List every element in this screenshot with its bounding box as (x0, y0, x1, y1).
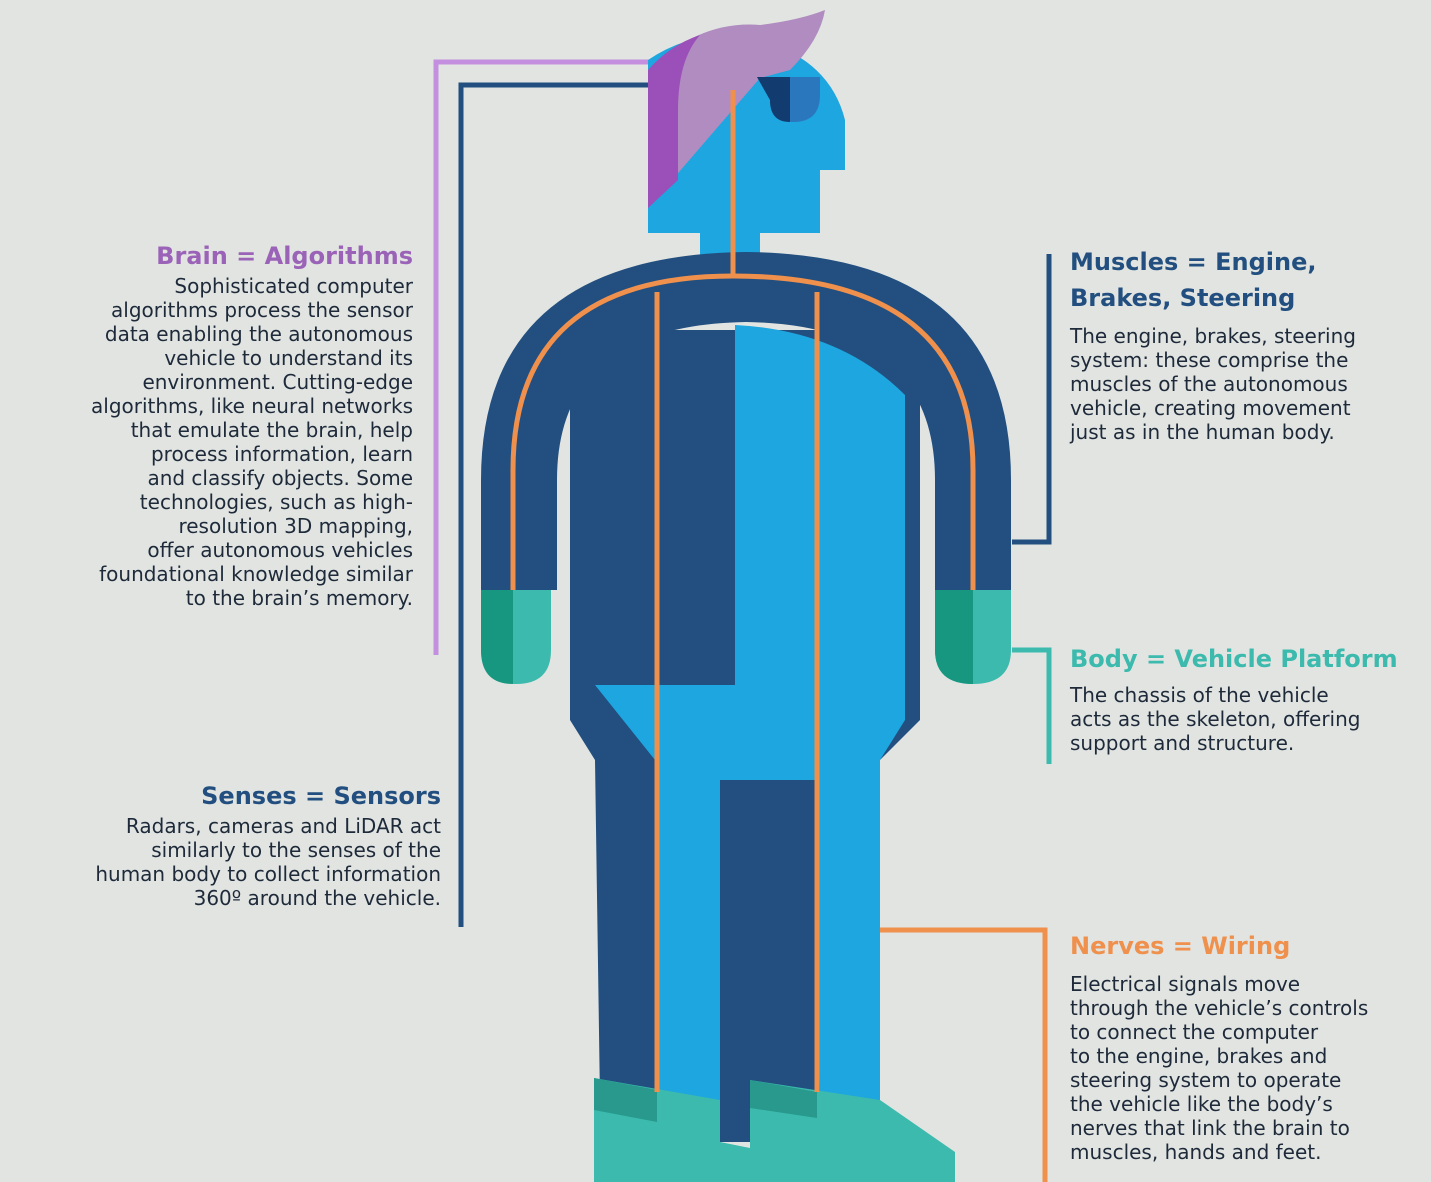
brain-line: algorithms, like neural networks (91, 394, 413, 418)
body-line: acts as the skeleton, offering (1070, 707, 1361, 731)
brain-line: offer autonomous vehicles (147, 538, 413, 562)
nerves-line: muscles, hands and feet. (1070, 1140, 1322, 1164)
muscles-label: Muscles = Engine, Brakes, Steering The e… (1070, 244, 1430, 444)
brain-line: algorithms process the sensor (111, 298, 413, 322)
body-line: The chassis of the vehicle (1070, 683, 1329, 707)
body-label: Body = Vehicle Platform The chassis of t… (1070, 641, 1430, 755)
senses-line: human body to collect information (95, 862, 441, 886)
senses-label: Senses = Sensors Radars, cameras and LiD… (0, 778, 441, 910)
nerves-line: Electrical signals move (1070, 972, 1301, 996)
nerves-line: to the engine, brakes and (1070, 1044, 1328, 1068)
body-title: Body = Vehicle Platform (1070, 645, 1398, 673)
brain-line: Sophisticated computer (174, 274, 413, 298)
nerves-title: Nerves = Wiring (1070, 932, 1291, 960)
senses-title: Senses = Sensors (201, 782, 441, 810)
muscles-title-line: Muscles = Engine, (1070, 248, 1317, 276)
feet (594, 1078, 955, 1182)
brain-line: environment. Cutting-edge (142, 370, 413, 394)
nerves-connector-line (817, 927, 1048, 1182)
muscles-line: just as in the human body. (1070, 420, 1335, 444)
nerves-line: steering system to operate (1070, 1068, 1342, 1092)
leg-divider (720, 780, 815, 1142)
brain-line: that emulate the brain, help (130, 418, 413, 442)
body-line: support and structure. (1070, 731, 1295, 755)
nerves-line: through the vehicle’s controls (1070, 996, 1369, 1020)
feet-shadow-right (750, 1080, 817, 1118)
senses-line: Radars, cameras and LiDAR act (125, 814, 441, 838)
muscles-title-line: Brakes, Steering (1070, 284, 1296, 312)
brain-line: process information, learn (150, 442, 413, 466)
muscles-line: The engine, brakes, steering (1070, 324, 1356, 348)
body-connector-line (1012, 647, 1052, 764)
feet-shadow-left (594, 1078, 657, 1122)
nerves-label: Nerves = Wiring Electrical signals move … (1070, 928, 1430, 1164)
muscles-line: vehicle, creating movement (1070, 396, 1351, 420)
nerves-line: nerves that link the brain to (1070, 1116, 1350, 1140)
torso-light (595, 325, 905, 1110)
brain-title: Brain = Algorithms (156, 242, 413, 270)
senses-description: Radars, cameras and LiDAR act similarly … (0, 814, 441, 910)
brain-connector-line (433, 59, 650, 655)
eye-glasses-dark (757, 77, 790, 122)
hair-dark (648, 35, 700, 208)
muscles-line: system: these comprise the (1070, 348, 1349, 372)
brain-line: to the brain’s memory. (185, 586, 413, 610)
left-hand-dark (481, 590, 513, 684)
nerves-line: the vehicle like the body’s (1070, 1092, 1333, 1116)
brain-description: Sophisticated computer algorithms proces… (0, 274, 413, 610)
muscles-connector-line (1012, 254, 1052, 545)
right-hand-dark (935, 590, 973, 684)
body-description: The chassis of the vehicle acts as the s… (1070, 683, 1430, 755)
hair (648, 10, 825, 208)
senses-line: similarly to the senses of the (151, 838, 441, 862)
nerve-wiring (510, 90, 976, 1092)
muscles-line: muscles of the autonomous (1070, 372, 1348, 396)
brain-line: technologies, such as high- (139, 490, 413, 514)
muscles-description: The engine, brakes, steering system: the… (1070, 324, 1430, 444)
brain-line: vehicle to understand its (164, 346, 413, 370)
muscles-title: Muscles = Engine, Brakes, Steering (1070, 244, 1430, 316)
brain-line: foundational knowledge similar (99, 562, 413, 586)
brain-line: resolution 3D mapping, (178, 514, 413, 538)
nerves-description: Electrical signals move through the vehi… (1070, 972, 1430, 1164)
brain-line: and classify objects. Some (147, 466, 413, 490)
nerves-line: to connect the computer (1070, 1020, 1319, 1044)
brain-line: data enabling the autonomous (104, 322, 413, 346)
senses-line: 360º around the vehicle. (193, 886, 441, 910)
brain-label: Brain = Algorithms Sophisticated compute… (0, 238, 413, 610)
